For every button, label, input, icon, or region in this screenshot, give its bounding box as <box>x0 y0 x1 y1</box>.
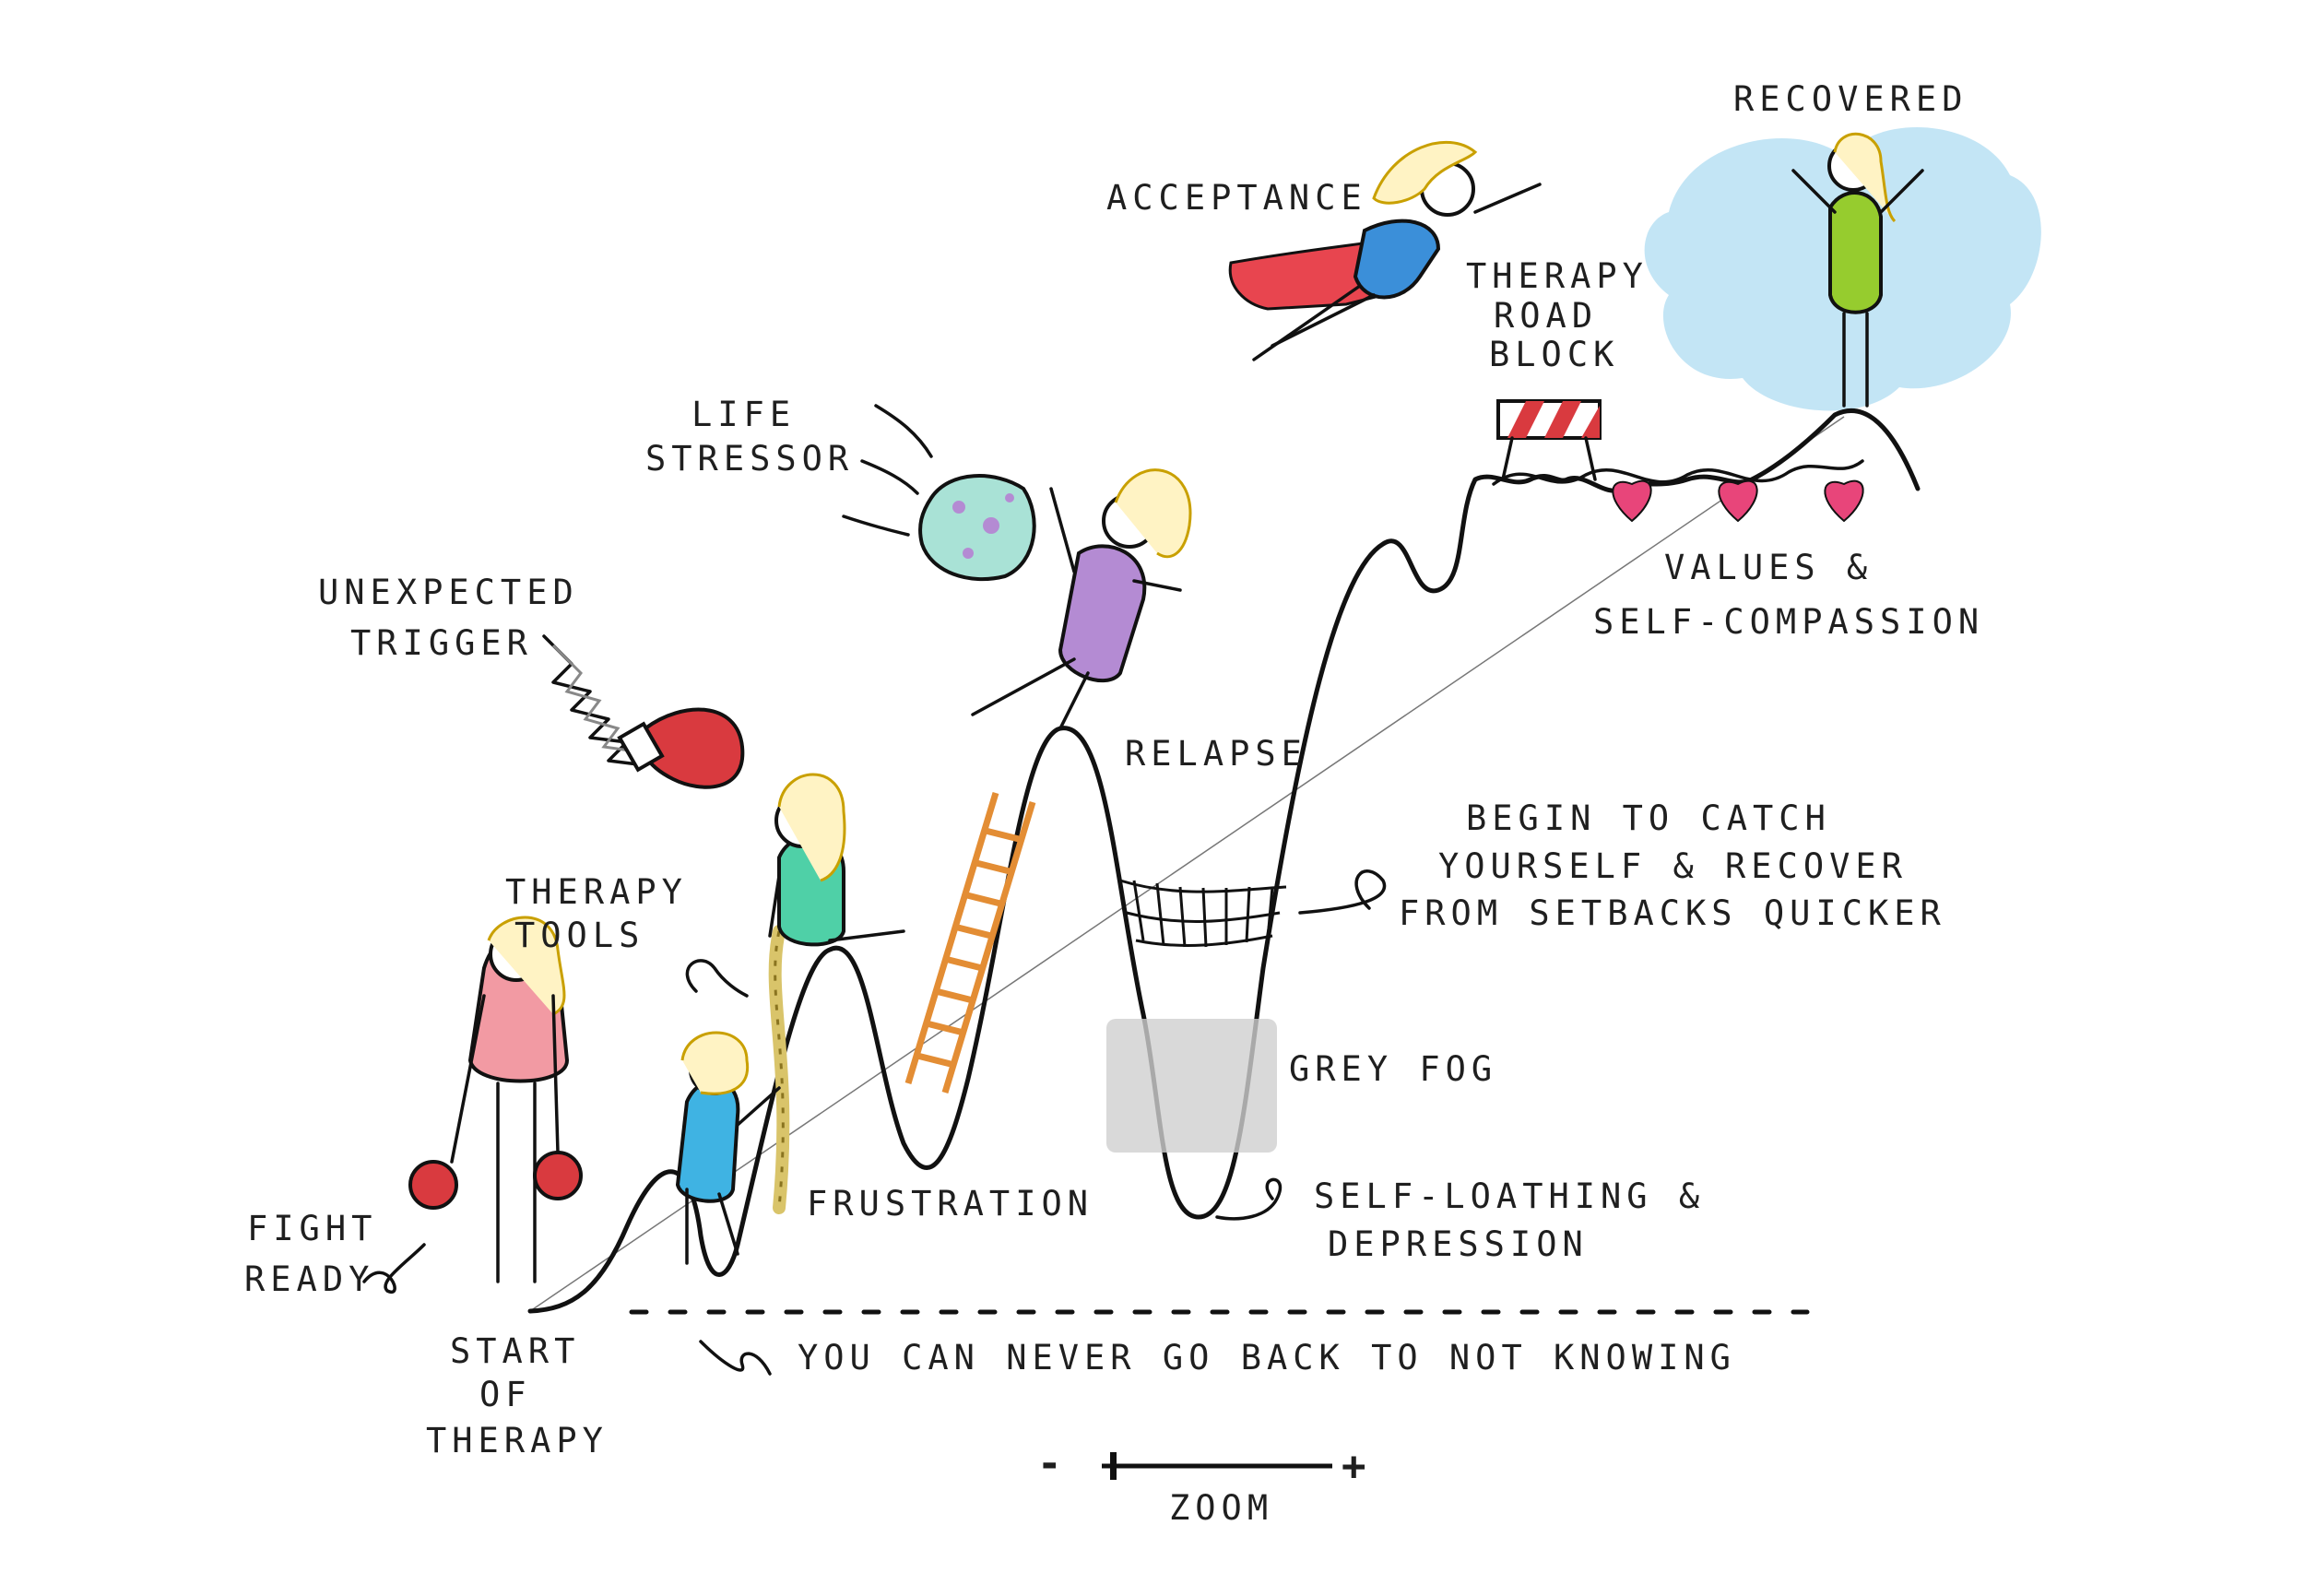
zoom-label: ZOOM <box>1169 1488 1273 1528</box>
arrow-never-go-back <box>699 1340 772 1376</box>
road-block-icon <box>1496 399 1602 481</box>
figure-fight-ready <box>408 916 583 1283</box>
spring-icon <box>542 634 647 767</box>
label-road-block-1: THERAPY <box>1466 256 1649 296</box>
label-fight-ready-1: FIGHT <box>247 1209 377 1248</box>
figure-rope-climber <box>675 1031 781 1265</box>
label-fight-ready-2: READY <box>244 1259 374 1299</box>
label-frustration: FRUSTRATION <box>807 1184 1093 1224</box>
zoom-out-button[interactable]: - <box>1037 1440 1068 1487</box>
arrow-depression <box>1215 1177 1283 1221</box>
label-values-1: VALUES & <box>1664 548 1873 587</box>
arrow-fight-ready <box>362 1243 426 1295</box>
label-acceptance: ACCEPTANCE <box>1106 178 1367 218</box>
heart-icon <box>1612 479 1864 523</box>
arrow-therapy-tools <box>685 959 749 998</box>
label-life-stressor-1: LIFE <box>692 395 796 434</box>
arrow-catch-yourself <box>1298 869 1387 915</box>
fog-patch <box>1106 1019 1277 1153</box>
boxing-glove-icon <box>617 707 745 789</box>
label-never-go-back: YOU CAN NEVER GO BACK TO NOT KNOWING <box>798 1338 1736 1377</box>
label-relapse: RELAPSE <box>1125 734 1307 774</box>
label-recovered: RECOVERED <box>1733 79 1968 119</box>
rope-icon <box>768 925 790 1214</box>
figure-acceptance <box>1228 140 1542 361</box>
ladder-icon <box>904 791 1036 1094</box>
label-start-3: THERAPY <box>426 1421 609 1460</box>
figure-relapse <box>971 468 1192 730</box>
plateau-wave <box>1492 459 1864 486</box>
label-catch-2: YOURSELF & RECOVER <box>1438 846 1908 886</box>
figure-recovered <box>1791 132 1924 408</box>
label-unexpected-1: UNEXPECTED <box>318 573 579 612</box>
net-icon <box>1119 879 1287 948</box>
label-road-block-3: BLOCK <box>1489 335 1619 374</box>
label-life-stressor-2: STRESSOR <box>645 439 854 479</box>
label-catch-3: FROM SETBACKS QUICKER <box>1399 893 1946 933</box>
label-unexpected-2: TRIGGER <box>350 623 533 663</box>
label-self-loathing-1: SELF-LOATHING & <box>1314 1176 1705 1216</box>
label-therapy-tools-2: TOOLS <box>514 916 644 955</box>
zoom-in-button[interactable]: + <box>1342 1443 1372 1490</box>
label-start-2: OF <box>479 1375 532 1414</box>
label-grey-fog: GREY FOG <box>1289 1049 1497 1089</box>
asteroid-icon <box>842 404 1036 582</box>
label-catch-1: BEGIN TO CATCH <box>1466 798 1831 838</box>
label-start-1: START <box>450 1331 580 1371</box>
label-values-2: SELF-COMPASSION <box>1593 602 1984 642</box>
figure-climber <box>768 773 905 947</box>
label-self-loathing-2: DEPRESSION <box>1328 1224 1589 1264</box>
label-road-block-2: ROAD <box>1494 296 1598 336</box>
trend-line <box>529 416 1845 1312</box>
label-therapy-tools-1: THERAPY <box>505 872 688 912</box>
